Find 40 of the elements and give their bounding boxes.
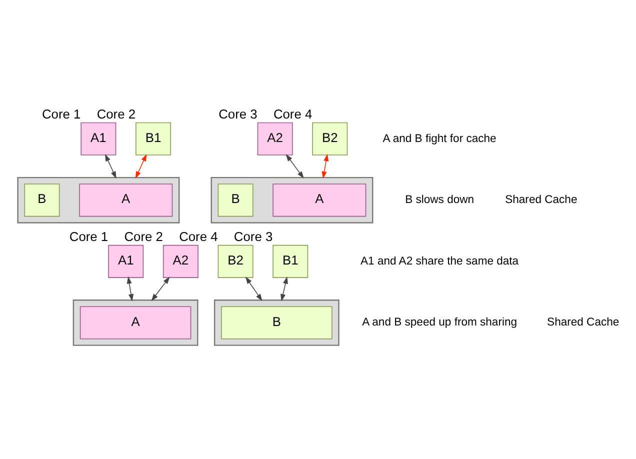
arrow — [245, 276, 262, 301]
arrow — [286, 154, 304, 178]
label: Shared Cache — [505, 194, 578, 206]
node-box: B1 — [136, 122, 172, 155]
label: A1 and A2 share the same data — [360, 254, 519, 267]
node-label: Core 4 — [179, 228, 218, 244]
node-box: A2 — [257, 122, 293, 155]
node-box: A — [79, 183, 173, 216]
arrow — [151, 276, 170, 301]
node-label: Core 4 — [273, 106, 312, 122]
arrow — [322, 153, 329, 178]
node-box: B — [221, 306, 332, 339]
label: A and B fight for cache — [382, 132, 496, 144]
cluster — [210, 176, 374, 223]
node-label: Core 2 — [96, 106, 136, 122]
label: A and B speed up from sharing — [362, 316, 518, 328]
node-label: Core 1 — [42, 106, 81, 122]
node-box: B1 — [272, 244, 308, 278]
node-box: B — [218, 183, 254, 216]
arrow — [126, 276, 134, 301]
cluster — [72, 299, 198, 346]
arrow — [280, 276, 288, 301]
node-box: B2 — [312, 122, 348, 155]
node-box: A2 — [162, 244, 198, 278]
node-label: Core 3 — [234, 228, 273, 244]
label: B slows down — [405, 194, 474, 206]
node-box: B — [24, 183, 60, 216]
cluster — [17, 176, 180, 223]
label: Shared Cache — [547, 316, 620, 328]
node-box: A1 — [108, 244, 144, 278]
node-label: Core 1 — [69, 228, 108, 244]
node-box: A — [80, 306, 192, 339]
node-box: A1 — [80, 122, 116, 155]
arrow — [135, 153, 147, 178]
node-box: B2 — [218, 244, 254, 278]
arrow — [105, 153, 116, 178]
node-label: Core 3 — [218, 106, 258, 122]
node-box: A — [272, 183, 366, 216]
cluster — [214, 299, 340, 346]
node-label: Core 2 — [124, 228, 163, 244]
